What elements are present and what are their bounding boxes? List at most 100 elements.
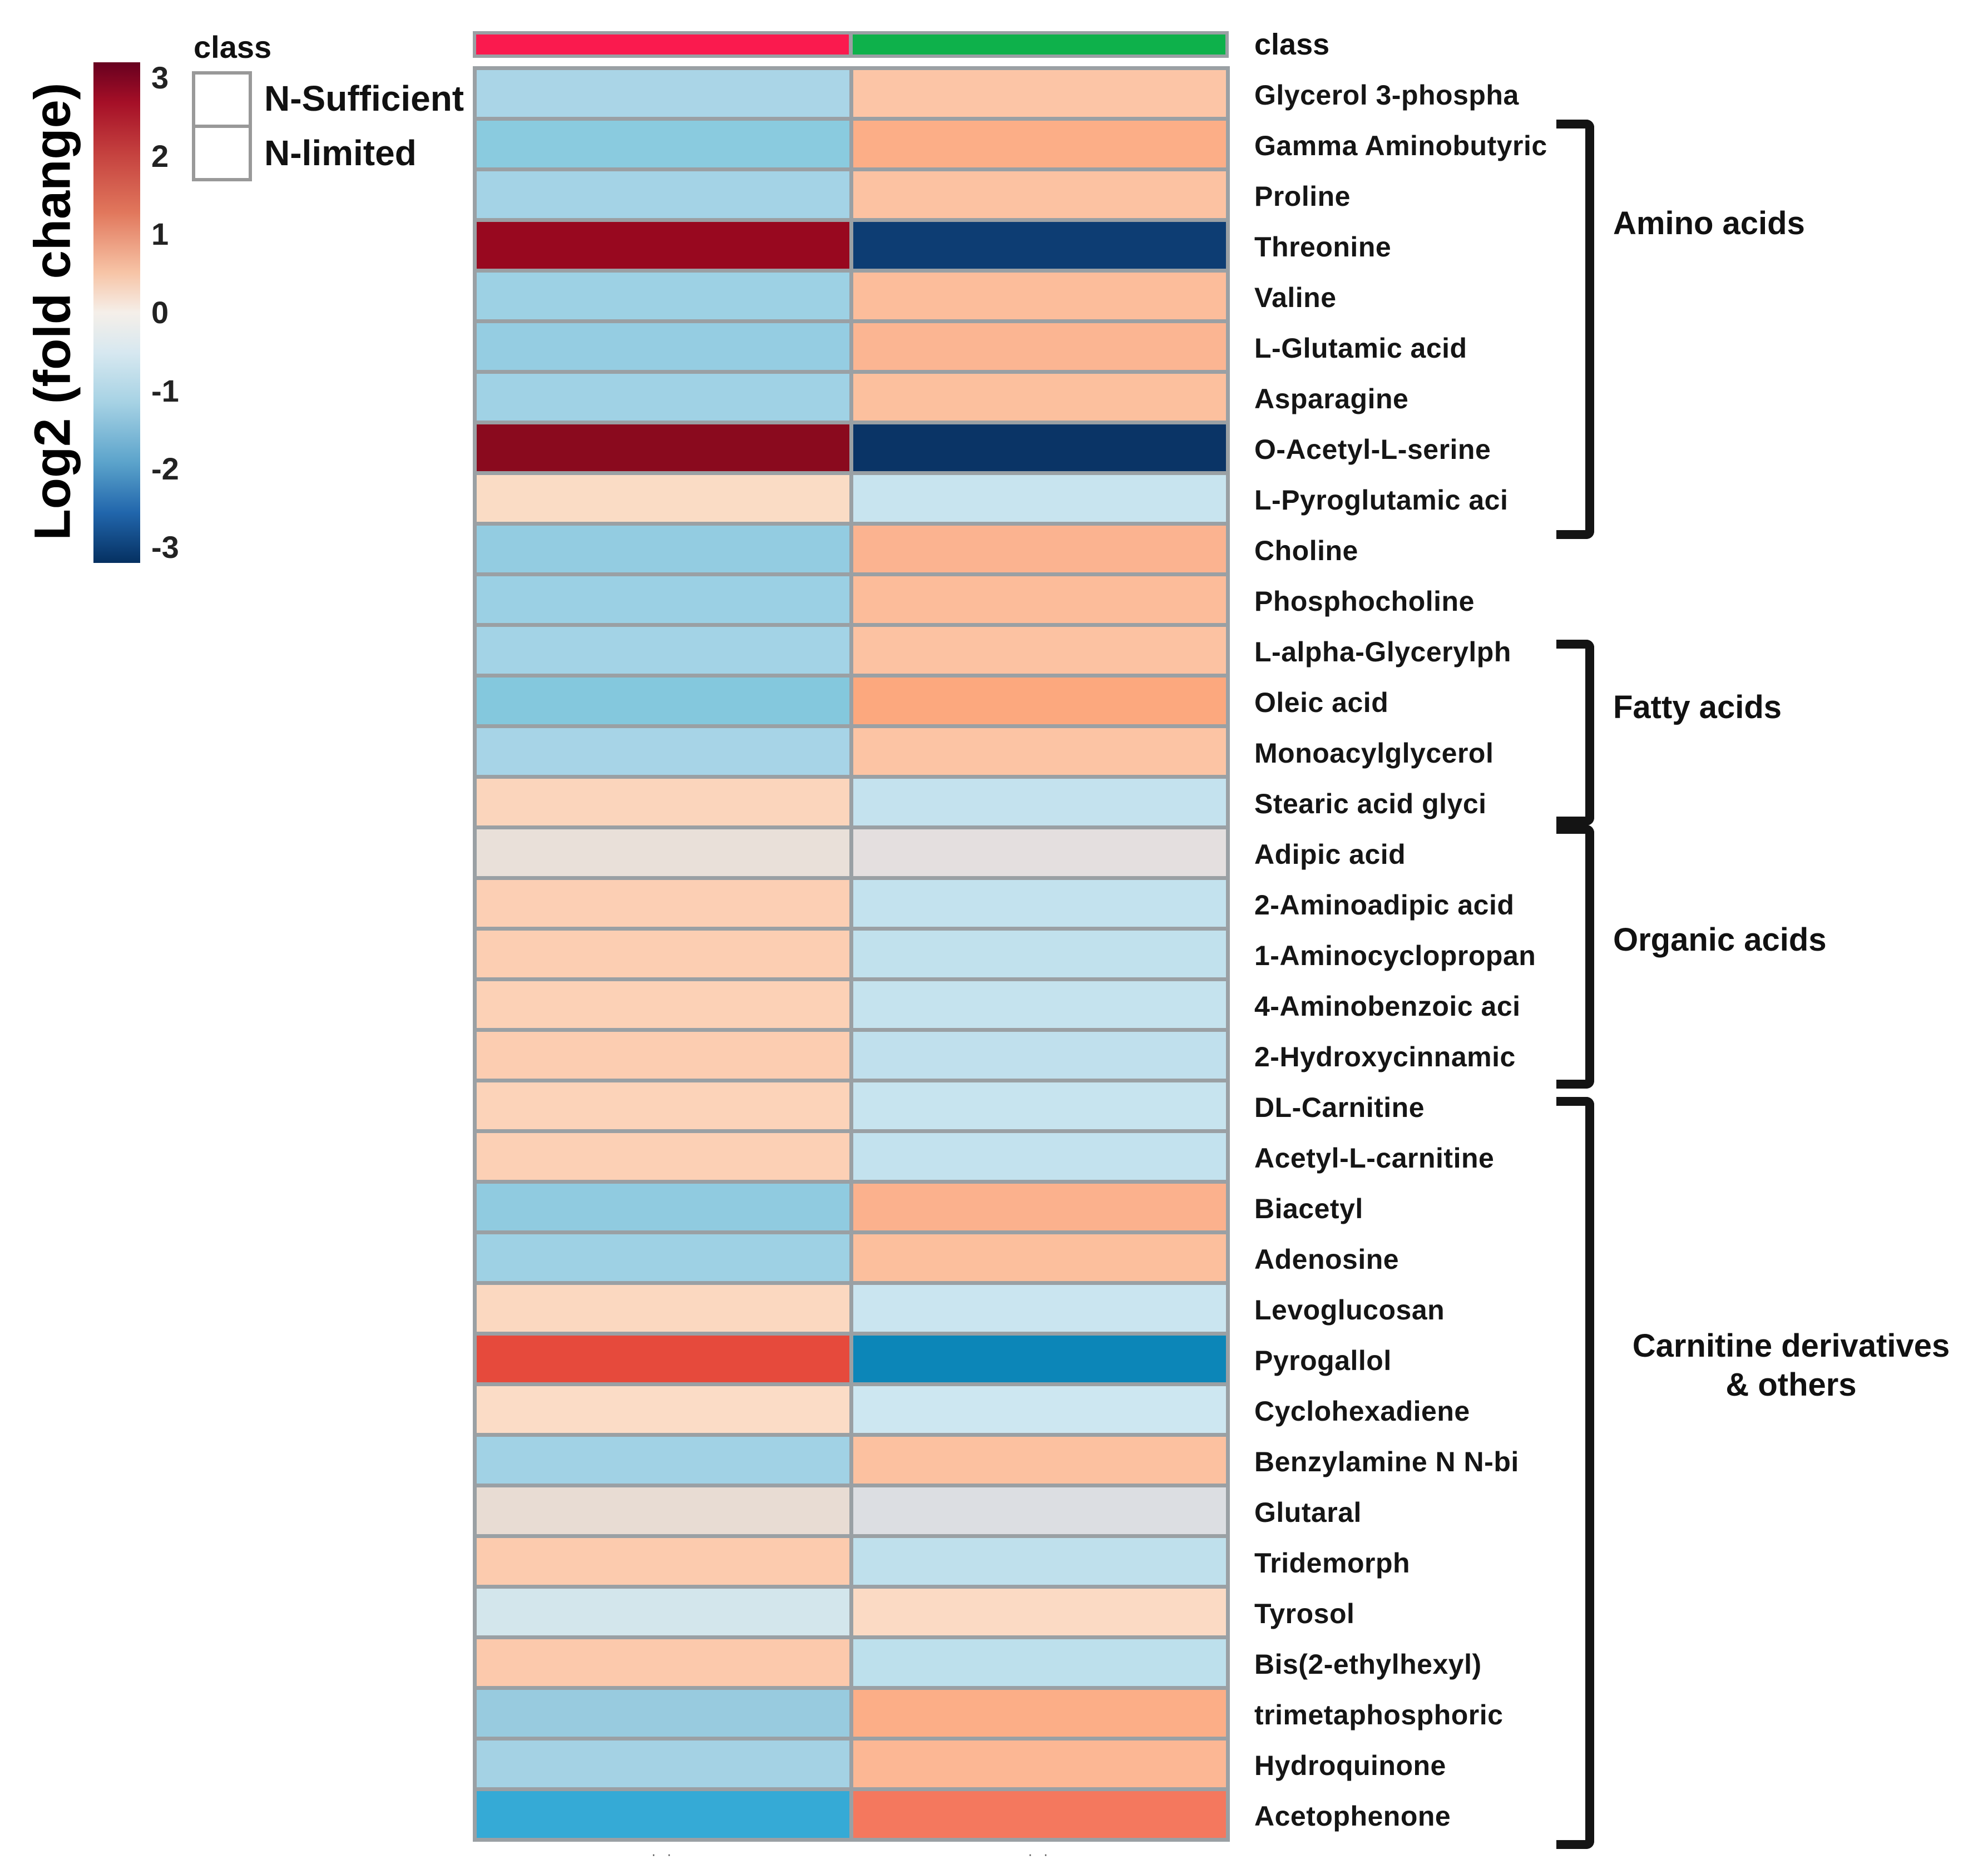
legend-swatch-n-sufficient	[192, 71, 252, 128]
colorbar-tick--3: -3	[151, 529, 179, 565]
heatmap-cell-r10-n-sufficient	[477, 526, 849, 572]
row-label-9: L-Pyroglutamic aci	[1254, 484, 1509, 516]
heatmap-grid	[473, 66, 1230, 1842]
heatmap-cell-r29-n-sufficient	[477, 1487, 849, 1534]
heatmap-cell-r18-n-limited	[853, 931, 1226, 977]
group-label-carnitine-line2: & others	[1725, 1367, 1857, 1403]
row-label-20: 2-Hydroxycinnamic	[1254, 1041, 1516, 1072]
colorbar-title: Log2 (fold change)	[24, 82, 81, 541]
heatmap-cell-r7-n-sufficient	[477, 374, 849, 421]
row-label-4: Threonine	[1254, 231, 1392, 263]
heatmap-cell-r17-n-limited	[853, 880, 1226, 927]
heatmap-cell-r24-n-limited	[853, 1234, 1226, 1281]
heatmap-cell-r8-n-sufficient	[477, 424, 849, 471]
row-label-24: Adenosine	[1254, 1244, 1399, 1275]
heatmap-cell-r29-n-limited	[853, 1487, 1226, 1534]
row-label-15: Stearic acid glyci	[1254, 788, 1487, 819]
heatmap-cell-r30-n-limited	[853, 1538, 1226, 1585]
legend-swatches	[192, 71, 252, 181]
row-label-12: L-alpha-Glycerylph	[1254, 636, 1511, 668]
row-label-22: Acetyl-L-carnitine	[1254, 1143, 1495, 1174]
heatmap-cell-r15-n-sufficient	[477, 779, 849, 825]
heatmap-cell-r34-n-sufficient	[477, 1741, 849, 1787]
row-label-32: Bis(2-ethylhexyl)	[1254, 1649, 1482, 1680]
row-label-6: L-Glutamic acid	[1254, 333, 1467, 364]
colorbar-gradient	[93, 62, 140, 563]
heatmap-cell-r27-n-sufficient	[477, 1386, 849, 1433]
heatmap-cell-r13-n-sufficient	[477, 678, 849, 724]
colorbar-ticks: 3 2 1 0 -1 -2 -3	[151, 62, 179, 563]
heatmap-cell-r22-n-sufficient	[477, 1133, 849, 1180]
heatmap-cell-r12-n-sufficient	[477, 627, 849, 674]
heatmap-cell-r28-n-limited	[853, 1437, 1226, 1484]
row-label-28: Benzylamine N N-bi	[1254, 1446, 1519, 1477]
heatmap-cell-r16-n-limited	[853, 829, 1226, 876]
row-label-26: Pyrogallol	[1254, 1345, 1392, 1376]
group-label-amino-acids: Amino acids	[1613, 205, 1805, 241]
heatmap-cell-r30-n-sufficient	[477, 1538, 849, 1585]
row-label-19: 4-Aminobenzoic aci	[1254, 991, 1521, 1022]
heatmap-cell-r18-n-sufficient	[477, 931, 849, 977]
row-label-35: Acetophenone	[1254, 1801, 1451, 1832]
heatmap-cell-r5-n-limited	[853, 273, 1226, 319]
row-label-14: Monoacylglycerol	[1254, 738, 1494, 769]
heatmap-cell-r6-n-sufficient	[477, 323, 849, 370]
group-label-fatty-acids: Fatty acids	[1613, 689, 1782, 725]
class-header-cell-n-limited	[853, 34, 1225, 55]
row-label-18: 1-Aminocyclopropan	[1254, 940, 1536, 971]
heatmap-cell-r26-n-limited	[853, 1336, 1226, 1382]
bracket-organic-acids	[1556, 825, 1594, 1089]
colorbar-tick--1: -1	[151, 373, 179, 408]
heatmap-cell-r22-n-limited	[853, 1133, 1226, 1180]
legend-label-n-sufficient: N-Sufficient	[264, 78, 464, 118]
row-label-27: Cyclohexadiene	[1254, 1396, 1470, 1427]
heatmap-cell-r15-n-limited	[853, 779, 1226, 825]
legend-label-n-limited: N-limited	[264, 133, 417, 173]
row-label-11: Phosphocholine	[1254, 586, 1475, 617]
heatmap-cell-r35-n-limited	[853, 1791, 1226, 1838]
heatmap-cell-r4-n-sufficient	[477, 222, 849, 269]
heatmap-cell-r11-n-limited	[853, 576, 1226, 623]
colorbar-tick--2: -2	[151, 451, 179, 487]
heatmap-cell-r24-n-sufficient	[477, 1234, 849, 1281]
heatmap-cell-r20-n-sufficient	[477, 1032, 849, 1079]
bracket-fatty-acids	[1556, 640, 1594, 825]
colorbar-tick-1: 1	[151, 216, 169, 252]
colorbar-tick-2: 2	[151, 138, 169, 174]
bracket-amino-acids	[1556, 120, 1594, 539]
row-label-16: Adipic acid	[1254, 839, 1406, 870]
heatmap-cell-r26-n-sufficient	[477, 1336, 849, 1382]
heatmap-cell-r9-n-sufficient	[477, 475, 849, 522]
group-label-carnitine-line1: Carnitine derivatives	[1632, 1328, 1950, 1364]
row-label-3: Proline	[1254, 181, 1351, 212]
row-label-31: Tyrosol	[1254, 1598, 1355, 1629]
heatmap-cell-r25-n-sufficient	[477, 1285, 849, 1332]
row-label-13: Oleic acid	[1254, 687, 1389, 718]
heatmap-cell-r7-n-limited	[853, 374, 1226, 421]
legend-title: class	[194, 29, 272, 65]
heatmap-cell-r10-n-limited	[853, 526, 1226, 572]
class-header-label: class	[1254, 28, 1330, 61]
heatmap-cell-r3-n-sufficient	[477, 171, 849, 218]
row-label-29: Glutaral	[1254, 1497, 1362, 1528]
row-label-33: trimetaphosphoric	[1254, 1699, 1504, 1730]
legend-swatch-n-limited	[192, 125, 252, 181]
heatmap-cell-r11-n-sufficient	[477, 576, 849, 623]
heatmap-cell-r8-n-limited	[853, 424, 1226, 471]
row-label-1: Glycerol 3-phospha	[1254, 80, 1519, 111]
class-header-band	[473, 31, 1229, 58]
heatmap-cell-r6-n-limited	[853, 323, 1226, 370]
colorbar-tick-3: 3	[151, 60, 169, 95]
group-label-carnitine-derivatives: Carnitine derivatives & others	[1613, 1327, 1969, 1405]
heatmap-cell-r5-n-sufficient	[477, 273, 849, 319]
heatmap-cell-r31-n-limited	[853, 1589, 1226, 1635]
colorbar-tick-0: 0	[151, 294, 169, 330]
heatmap-cell-r27-n-limited	[853, 1386, 1226, 1433]
heatmap-cell-r19-n-sufficient	[477, 981, 849, 1028]
row-label-7: Asparagine	[1254, 383, 1409, 414]
heatmap-cell-r12-n-limited	[853, 627, 1226, 674]
row-label-34: Hydroquinone	[1254, 1750, 1446, 1781]
heatmap-cell-r32-n-limited	[853, 1639, 1226, 1686]
